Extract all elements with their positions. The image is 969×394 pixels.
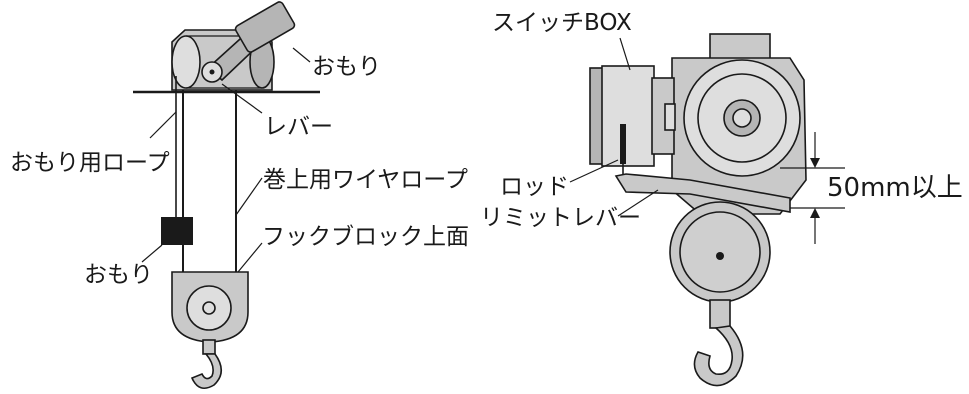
- upper-weight-label: おもり: [312, 54, 381, 80]
- wire-rope-label: 巻上用ワイヤロープ: [263, 167, 468, 193]
- upper-weight: [201, 1, 296, 83]
- switch-box: [589, 65, 676, 167]
- rod-label: ロッド: [500, 174, 569, 200]
- drum-center: [732, 108, 752, 128]
- hook-block-top-label: フックブロック上面: [262, 224, 469, 250]
- lever-label: レバー: [264, 114, 333, 140]
- limit-lever-label: リミットレバー: [480, 205, 641, 231]
- rod: [620, 124, 626, 182]
- lower-weight-label: おもり: [84, 262, 153, 288]
- hook: [693, 325, 744, 387]
- hook-block: [171, 271, 249, 390]
- lower-sheave-center: [716, 252, 724, 260]
- hook-shank: [709, 299, 731, 329]
- top-tab: [709, 33, 771, 61]
- right-hoist-diagram: スイッチBOX ロッド リミットレバー 50mm以上: [480, 10, 963, 387]
- clearance-label: 50mm以上: [827, 173, 963, 203]
- limit-lever: [614, 173, 791, 213]
- left-hoist-diagram: おもり レバー おもり用ロープ 巻上用ワイヤロープ フックブロック上面 おもり: [10, 1, 469, 390]
- switch-box-label: スイッチBOX: [492, 10, 632, 36]
- weight-rope-label: おもり用ロープ: [10, 150, 170, 176]
- weight-block: [161, 217, 193, 245]
